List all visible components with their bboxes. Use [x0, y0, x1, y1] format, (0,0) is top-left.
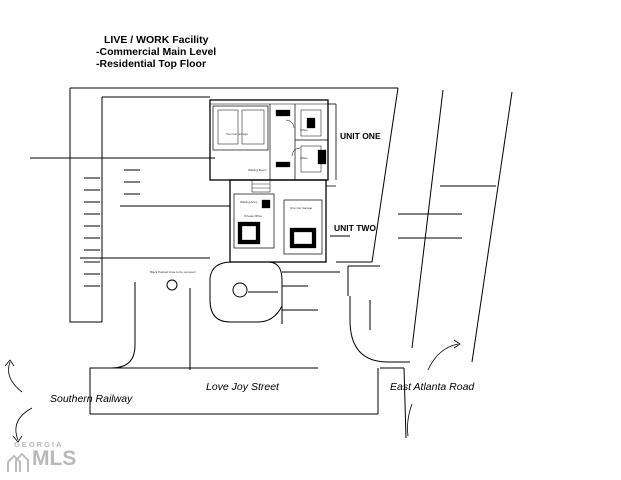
island-circle	[232, 282, 248, 298]
railway-arrow-up	[8, 361, 23, 393]
property-boundary	[69, 88, 102, 323]
title-line-3: -Residential Top Floor	[96, 58, 207, 70]
watermark-main-text: MLS	[32, 447, 77, 470]
room-label: Waiting Room	[248, 168, 267, 172]
love-joy-street	[89, 367, 318, 414]
room-label: Office	[300, 128, 308, 132]
southern-railway-label: Southern Railway	[50, 393, 133, 405]
mls-house-icon	[6, 449, 32, 469]
property-boundary-right	[371, 87, 399, 263]
road-arrow-up	[427, 343, 459, 371]
love-joy-street-label: Love Joy Street	[206, 381, 279, 393]
road-arrow-down	[407, 403, 413, 437]
marker-circle	[166, 279, 178, 291]
left-driveway	[94, 282, 136, 369]
room-label: Office	[300, 156, 308, 160]
railway-arrow-down	[15, 407, 33, 441]
building	[209, 99, 337, 181]
room-label: Black Painted Area to be removed	[150, 270, 196, 274]
building-lower	[229, 179, 336, 263]
parking-stalls	[84, 169, 140, 287]
georgia-mls-watermark: GEORGIA MLS	[6, 440, 76, 469]
mls-house-icon	[7, 452, 29, 472]
unit-one-label: UNIT ONE	[340, 131, 381, 141]
room-label: Private Office	[244, 214, 262, 218]
unit-two-label: UNIT TWO	[334, 223, 377, 233]
east-atlanta-road-edge	[411, 89, 444, 349]
room-label: Waiting Area	[240, 200, 257, 204]
right-driveway	[349, 296, 410, 363]
title-line-2: -Commercial Main Level	[96, 46, 217, 58]
room-label: One Car Garage	[290, 206, 313, 210]
watermark-top-text: GEORGIA	[14, 440, 64, 449]
room-label: Two Car Garage	[226, 132, 249, 136]
title-line-1: LIVE / WORK Facility	[104, 34, 209, 46]
title-block: LIVE / WORK Facility -Commercial Main Le…	[96, 34, 216, 70]
east-atlanta-road-label: East Atlanta Road	[390, 381, 475, 393]
center-drive	[209, 261, 283, 324]
